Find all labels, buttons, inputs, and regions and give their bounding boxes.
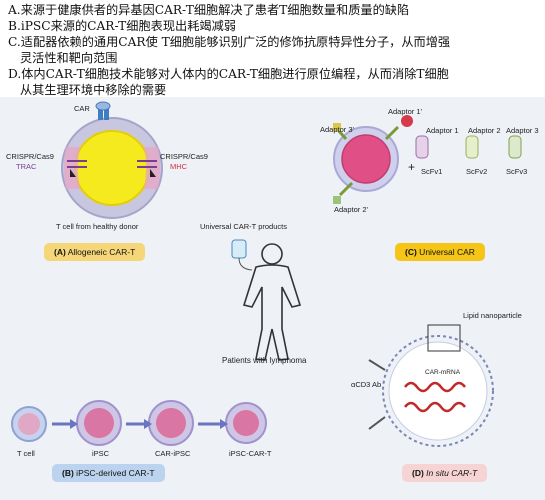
car-mrna-label: CAR-mRNA (425, 369, 461, 376)
adaptor-3-label: Adaptor 3 (506, 126, 539, 135)
universal-car-tag: (C) Universal CAR (395, 243, 485, 261)
car-ipsc-label: CAR-iPSC (155, 449, 191, 458)
lipid-nanoparticle-diagram (368, 324, 494, 447)
patients-label: Patients with lymphoma (222, 356, 307, 365)
ipsc-derivation-diagram (11, 400, 267, 446)
scfv2-label: ScFv2 (466, 167, 488, 176)
figure-panel: CAR CRISPR/Cas9 TRAC CRISPR/Cas9 MHC T c… (0, 97, 545, 500)
tag-d-letter: (D) (412, 468, 424, 478)
tag-b-letter: (B) (62, 468, 74, 478)
question-d: D.体内CAR-T细胞技术能够对人体内的CAR-T细胞进行原位编程，从而消除T细… (8, 67, 449, 81)
adaptor-2-prime-label: Adaptor 2' (334, 205, 368, 214)
scfv1-label: ScFv1 (421, 167, 443, 176)
question-c: C.适配器依赖的通用CAR使 T细胞能够识别广泛的修饰抗原特异性分子，从而增强 (8, 35, 451, 49)
tag-c-letter: (C) (405, 247, 417, 257)
adaptor-1-label: Adaptor 1 (426, 126, 459, 135)
tag-a-text: Allogeneic CAR-T (65, 247, 136, 257)
in-situ-car-t-tag: (D) In situ CAR-T (402, 464, 488, 482)
mhc-label: MHC (170, 162, 188, 171)
question-a: A.来源于健康供者的异基因CAR-T细胞解决了患者T细胞数量和质量的缺陷 (8, 3, 410, 17)
car-label: CAR (74, 104, 90, 113)
lipid-nanoparticle-label: Lipid nanoparticle (463, 311, 522, 320)
acd3-ab-label: αCD3 Ab (351, 380, 382, 389)
tag-d-text: In situ CAR-T (423, 468, 478, 478)
adaptor-2-label: Adaptor 2 (468, 126, 501, 135)
ipsc-car-t-label: iPSC-CAR-T (229, 449, 272, 458)
allogeneic-cell-diagram (61, 101, 163, 219)
crispr-right-label: CRISPR/Cas9 (160, 152, 208, 161)
question-b: B.iPSC来源的CAR-T细胞表现出耗竭减弱 (8, 19, 236, 33)
plus-sign: + (408, 160, 416, 174)
figure-graphics (11, 101, 522, 447)
crispr-left-label: CRISPR/Cas9 (6, 152, 54, 161)
tag-c-text: Universal CAR (416, 247, 475, 257)
question-c-continued: 灵活性和靶向范围 (20, 51, 118, 65)
adaptor-1-prime-label: Adaptor 1' (388, 107, 422, 116)
t-cell-label: T cell (17, 449, 35, 458)
adaptor-3-prime-label: Adaptor 3' (320, 125, 354, 134)
question-d-continued: 从其生理环境中移除的需要 (20, 83, 167, 97)
ipsc-derived-car-t-tag: (B) iPSC-derived CAR-T (52, 464, 165, 482)
tag-b-text: iPSC-derived CAR-T (73, 468, 155, 478)
patient-silhouette (242, 243, 302, 361)
healthy-donor-caption: T cell from healthy donor (56, 222, 139, 231)
tag-a-letter: (A) (54, 247, 66, 257)
universal-products-label: Universal CAR-T products (200, 222, 287, 231)
trac-label: TRAC (16, 162, 37, 171)
scfv3-label: ScFv3 (506, 167, 528, 176)
universal-car-cell-diagram (333, 115, 522, 204)
iv-bag-icon (231, 239, 253, 271)
allogeneic-car-t-tag: (A) Allogeneic CAR-T (44, 243, 146, 261)
ipsc-label: iPSC (92, 449, 110, 458)
